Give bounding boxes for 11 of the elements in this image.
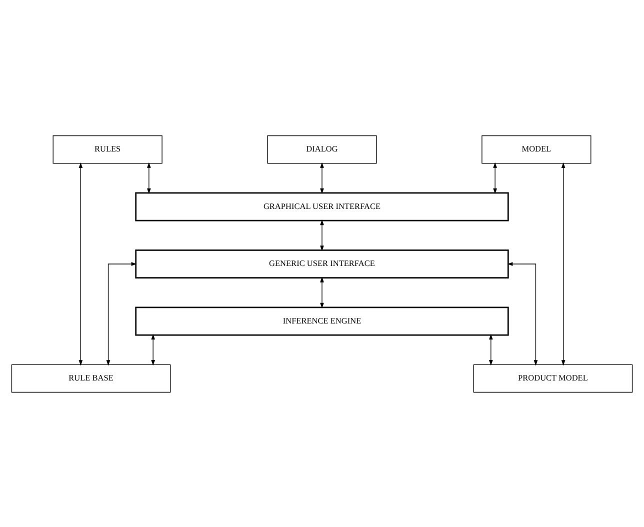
arrow — [320, 276, 324, 308]
arrow — [106, 262, 137, 366]
arrow — [320, 162, 324, 194]
arrow — [151, 334, 156, 366]
arrow — [147, 162, 151, 194]
arrow — [561, 162, 566, 366]
arrow — [493, 162, 497, 194]
arrow — [507, 262, 538, 366]
arrow — [320, 219, 324, 251]
arrow — [488, 334, 493, 366]
arrow — [78, 162, 83, 366]
